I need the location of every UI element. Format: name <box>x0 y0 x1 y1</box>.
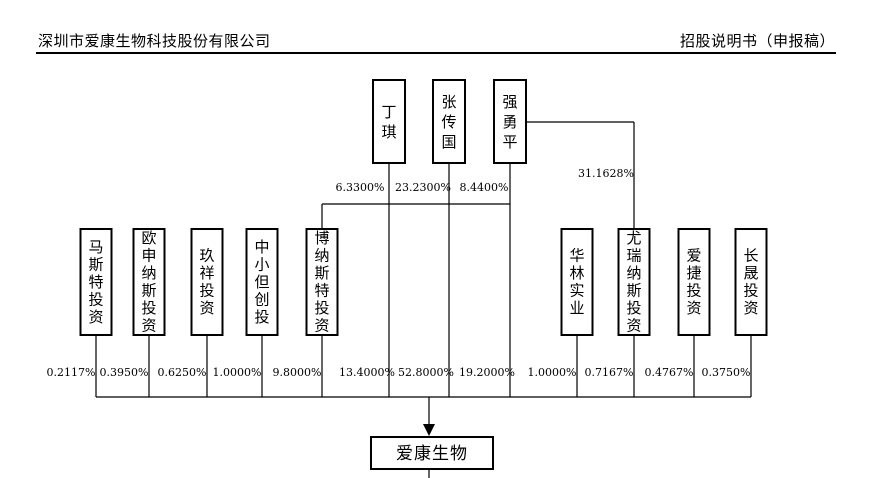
holding-pct-oushennasi: 0.3950% <box>100 366 149 379</box>
holding-pct-masite: 0.2117% <box>47 366 96 379</box>
holding-pct-jiuxiang: 0.6250% <box>158 366 207 379</box>
holding-pct-bonasite: 9.8000% <box>273 366 322 379</box>
shareholder-name-youruinasi: 尤瑞纳斯投资 <box>626 229 641 335</box>
holding-pct-changsheng: 0.3750% <box>702 366 751 379</box>
shareholder-name-zhangchuanguo: 张传国 <box>441 93 456 151</box>
company-arrow-head <box>423 424 435 436</box>
shareholder-box-qiangyongping <box>493 79 527 164</box>
shareholder-box-masite <box>79 228 113 336</box>
shareholder-name-bonasite: 博纳斯特投资 <box>314 229 329 335</box>
youruinasi-holding-pct: 31.1628% <box>578 167 634 180</box>
shareholder-name-qiangyongping: 强勇平 <box>502 93 517 151</box>
shareholder-name-masite: 马斯特投资 <box>88 238 103 326</box>
bonasite-holding-pct: 8.4400% <box>460 181 509 194</box>
holding-pct-aijie: 0.4767% <box>645 366 694 379</box>
shareholder-box-bonasite <box>305 228 339 336</box>
header-rule <box>36 52 836 54</box>
holding-pct-zhongxiaodanchuang: 1.0000% <box>213 366 262 379</box>
shareholder-name-hualin: 华林实业 <box>569 247 584 318</box>
holding-pct-youruinasi: 0.7167% <box>585 366 634 379</box>
shareholder-name-dingqi: 丁琪 <box>381 103 396 141</box>
bonasite-holding-pct: 23.2300% <box>395 181 451 194</box>
shareholder-name-zhongxiaodanchuang: 中小但创投 <box>254 238 269 326</box>
shareholder-box-youruinasi <box>617 228 651 336</box>
shareholder-box-changsheng <box>734 228 768 336</box>
shareholder-name-jiuxiang: 玖祥投资 <box>199 247 214 318</box>
company-name: 爱康生物 <box>396 444 468 464</box>
shareholder-box-oushennasi <box>132 228 166 336</box>
shareholder-name-changsheng: 长晟投资 <box>743 247 758 318</box>
holding-pct-zhangchuanguo: 52.8000% <box>398 366 454 379</box>
shareholder-name-oushennasi: 欧申纳斯投资 <box>141 229 156 335</box>
holding-pct-dingqi: 13.4000% <box>339 366 395 379</box>
document-header-title: 招股说明书（申报稿） <box>679 32 835 50</box>
holding-pct-hualin: 1.0000% <box>528 366 577 379</box>
holding-pct-qiangyongping: 19.2000% <box>459 366 515 379</box>
bonasite-holding-pct: 6.3300% <box>336 181 385 194</box>
company-box <box>370 436 494 470</box>
shareholder-box-jiuxiang <box>190 228 224 336</box>
shareholder-box-dingqi <box>372 79 406 164</box>
shareholder-box-zhongxiaodanchuang <box>245 228 279 336</box>
document-header-company: 深圳市爱康生物科技股份有限公司 <box>38 32 271 50</box>
shareholder-name-aijie: 爱捷投资 <box>686 247 701 318</box>
